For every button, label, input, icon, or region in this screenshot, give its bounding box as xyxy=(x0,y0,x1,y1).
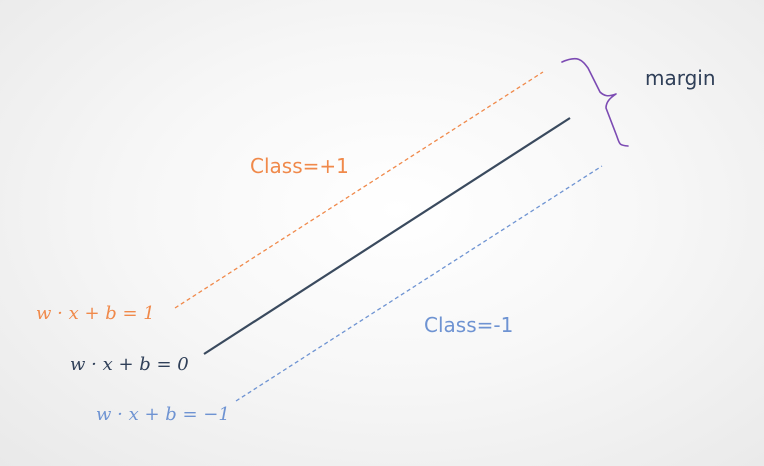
class-negative-label: Class=-1 xyxy=(424,313,514,337)
class-positive-label: Class=+1 xyxy=(250,154,349,178)
positive-margin-line xyxy=(174,71,544,309)
decision-hyperplane-line xyxy=(203,117,571,355)
hyperplane-equation: w · x + b = 0 xyxy=(70,354,189,375)
margin-label: margin xyxy=(645,66,716,90)
margin-brace xyxy=(561,57,629,147)
positive-margin-equation: w · x + b = 1 xyxy=(36,303,155,324)
negative-margin-equation: w · x + b = −1 xyxy=(96,404,230,425)
negative-margin-line xyxy=(235,165,603,402)
